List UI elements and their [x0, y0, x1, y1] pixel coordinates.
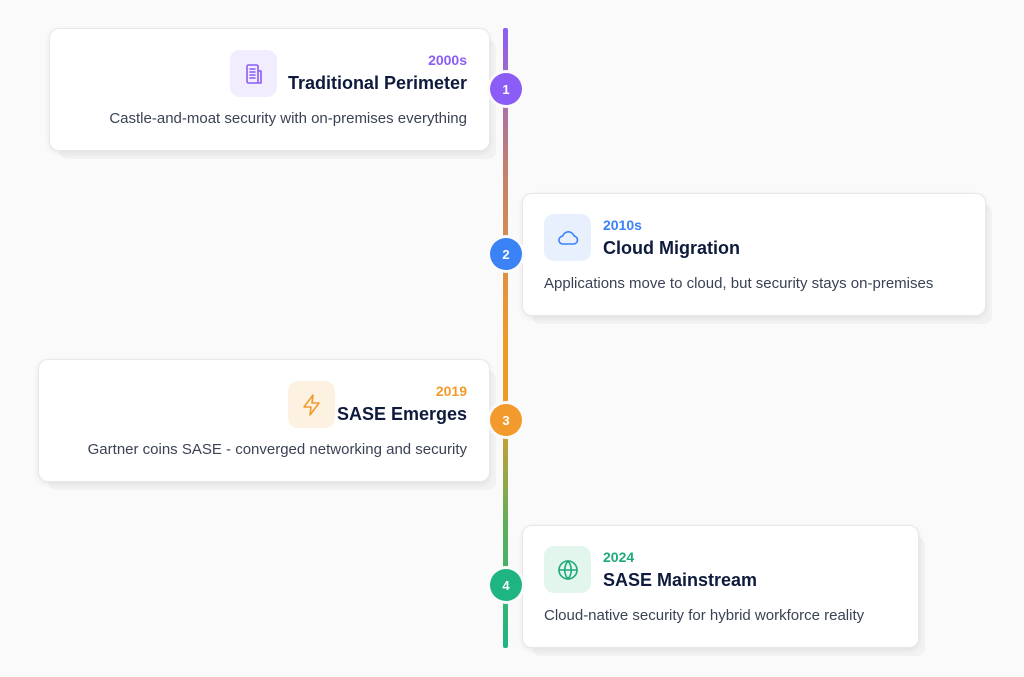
- milestone-card-3: 2019 SASE Emerges Gartner coins SASE - c…: [38, 359, 490, 482]
- milestone-description: Gartner coins SASE - converged networkin…: [87, 441, 467, 458]
- milestone-period: 2010s: [603, 217, 642, 233]
- milestone-title: SASE Mainstream: [603, 570, 758, 590]
- milestone-title: Traditional Perimeter: [287, 73, 467, 93]
- milestone-description: Cloud-native security for hybrid workfor…: [544, 607, 865, 624]
- milestone-node-1: 1: [490, 73, 522, 105]
- lightning-icon: [288, 381, 335, 428]
- milestone-title: SASE Emerges: [336, 404, 467, 424]
- milestone-card-2: 2010s Cloud Migration Applications move …: [522, 193, 986, 316]
- milestone-node-4: 4: [490, 569, 522, 601]
- globe-icon: [544, 546, 591, 593]
- milestone-node-3: 3: [490, 404, 522, 436]
- milestone-card-1: 2000s Traditional Perimeter Castle-and-m…: [49, 28, 490, 151]
- milestone-description: Castle-and-moat security with on-premise…: [109, 110, 467, 127]
- milestone-description: Applications move to cloud, but security…: [544, 275, 934, 292]
- milestone-period: 2000s: [428, 52, 467, 68]
- milestone-period: 2019: [435, 383, 467, 399]
- building-icon: [230, 50, 277, 97]
- milestone-period: 2024: [603, 549, 635, 565]
- milestone-title: Cloud Migration: [603, 238, 740, 258]
- timeline-line: [503, 28, 508, 648]
- milestone-node-2: 2: [490, 238, 522, 270]
- milestone-card-4: 2024 SASE Mainstream Cloud-native securi…: [522, 525, 919, 648]
- cloud-icon: [544, 214, 591, 261]
